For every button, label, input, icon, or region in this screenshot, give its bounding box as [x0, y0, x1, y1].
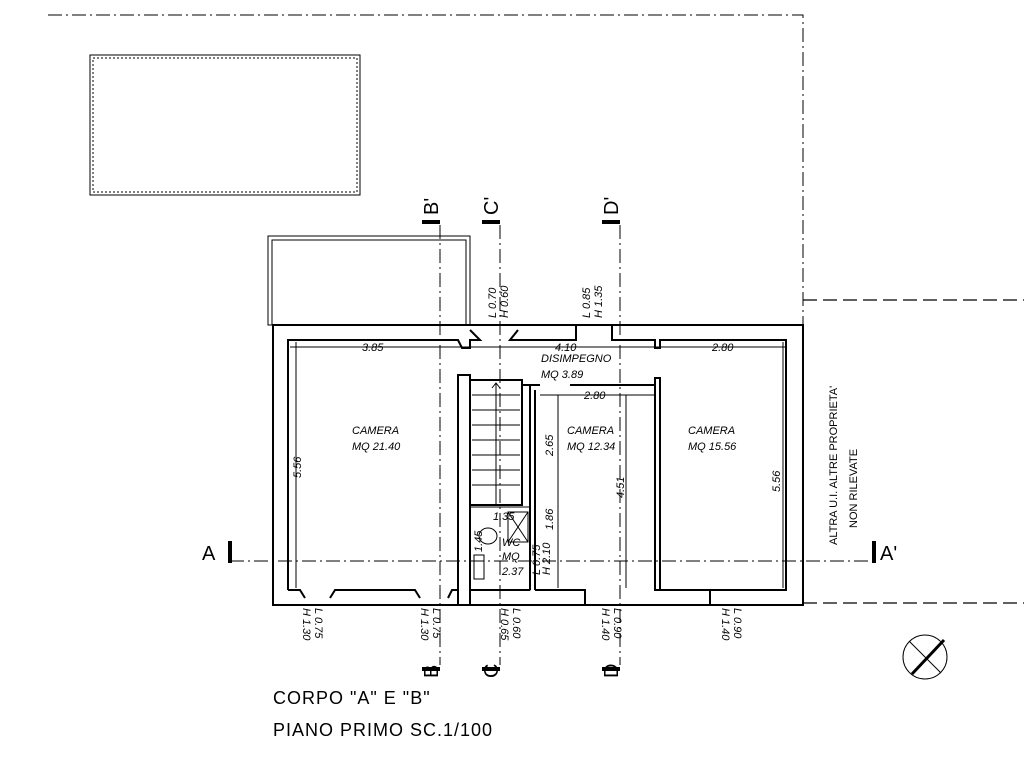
opening-label: L 0.75 — [430, 608, 442, 639]
opening-label: H 1.30 — [418, 608, 430, 641]
room-area: MQ 21.40 — [352, 441, 401, 453]
opening-label: L 0.90 — [731, 608, 743, 639]
opening-label: L 0.90 — [611, 608, 623, 639]
dimension-label: 5.56 — [771, 470, 783, 492]
opening-label: 1.45 — [473, 530, 485, 552]
opening-label: L 0.70 — [487, 287, 499, 318]
dimension-label: 5.56 — [292, 456, 304, 478]
room-area: MQ 15.56 — [688, 441, 737, 453]
toilet-icon — [478, 527, 498, 545]
outbuilding — [89, 54, 361, 196]
opening-label: L 0.60 — [510, 608, 522, 639]
section-a-label: A — [202, 543, 216, 565]
opening-label: L 0.75 — [531, 544, 543, 575]
side-note-line1: ALTRA U.I. ALTRE PROPRIETA' — [828, 386, 840, 545]
opening-label: H 2.10 — [541, 542, 553, 575]
section-d-label: D — [601, 664, 623, 678]
dimension-label: 1.35 — [493, 511, 515, 523]
room-label: WC — [502, 537, 520, 549]
dimension-label: 2.80 — [583, 390, 606, 402]
room-area-label: MQ — [502, 551, 520, 563]
dimension-label: 3.85 — [362, 342, 384, 354]
exterior-walls — [272, 324, 804, 606]
drawing-title-line2: PIANO PRIMO SC.1/100 — [273, 720, 493, 740]
section-b-prime-label: B' — [421, 198, 443, 215]
opening-label: H 0.60 — [499, 285, 511, 318]
section-c-prime-label: C' — [481, 197, 503, 215]
room-area: MQ 3.89 — [541, 369, 583, 381]
room-label: DISIMPEGNO — [541, 353, 612, 365]
section-lines — [228, 220, 876, 671]
section-c-label: C — [481, 664, 503, 678]
dimension-label: 1.86 — [544, 508, 556, 530]
opening-label: H 1.35 — [593, 285, 605, 318]
opening-label: L 0.85 — [581, 287, 593, 318]
room-area: 2.37 — [501, 566, 524, 578]
dimension-lines — [290, 342, 785, 588]
room-label: CAMERA — [688, 425, 735, 437]
drawing-title-line1: CORPO "A" E "B" — [273, 688, 431, 708]
dimension-label: 4.51 — [615, 477, 627, 498]
section-d-prime-label: D' — [601, 197, 623, 215]
compass-icon — [902, 634, 948, 680]
property-boundary — [48, 14, 1024, 604]
staircase — [472, 382, 520, 505]
opening-label: L 0.75 — [312, 608, 324, 639]
opening-label: H 1.40 — [719, 608, 731, 641]
opening-label: H 1.30 — [300, 608, 312, 641]
section-a-prime-label: A' — [880, 543, 897, 565]
room-label: CAMERA — [567, 425, 614, 437]
opening-label: H 1.40 — [599, 608, 611, 641]
room-area: MQ 12.34 — [567, 441, 615, 453]
room-label: CAMERA — [352, 425, 399, 437]
section-b-label: B — [421, 665, 443, 678]
sink-icon — [473, 554, 485, 580]
dimension-label: 2.65 — [544, 434, 556, 457]
dimension-label: 4.10 — [555, 342, 577, 354]
dimension-label: 2.80 — [711, 342, 734, 354]
side-note-line2: NON RILEVATE — [848, 449, 860, 528]
opening-label: H 0.65 — [498, 608, 510, 641]
